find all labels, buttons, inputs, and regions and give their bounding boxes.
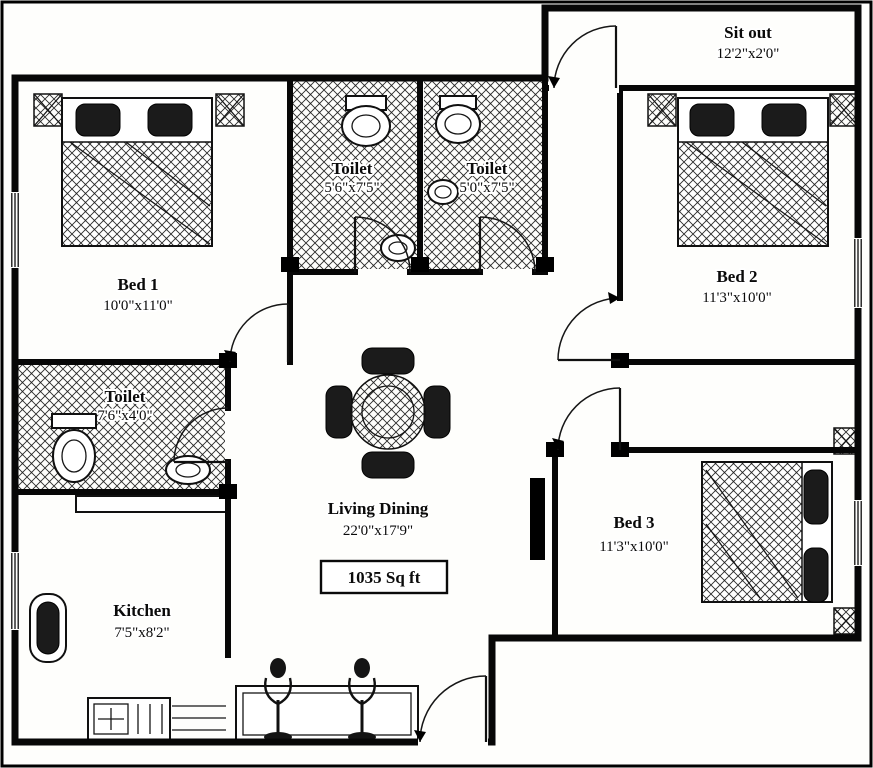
kitchen-counter (75, 495, 229, 513)
toilet3-dims: 7'6"x4'0" (97, 408, 152, 424)
toilet3-door (173, 407, 229, 464)
area-label: 1035 Sq ft (348, 568, 421, 587)
bed3-dims: 11'3"x10'0" (599, 539, 669, 555)
living-label: Living Dining (328, 499, 429, 518)
washbasin-icon (427, 179, 459, 205)
column (281, 257, 299, 272)
wall-stub (530, 478, 545, 560)
window-kitchen (10, 552, 20, 630)
room-labels: Sit out 12'2"x2'0" Bed 1 10'0"x11'0" Toi… (95, 21, 781, 643)
chair-icon (325, 385, 353, 439)
wc-icon (341, 105, 391, 147)
kitchen-label: Kitchen (113, 601, 171, 620)
bed1-label: Bed 1 (117, 275, 158, 294)
door-swing-arrow (548, 76, 560, 88)
pillow-icon (689, 103, 735, 137)
column (536, 257, 554, 272)
column (219, 484, 237, 499)
windows (10, 192, 863, 630)
bed1-door (224, 303, 290, 363)
bed3-furniture (701, 427, 859, 635)
kitchen-shelf-lines (172, 705, 226, 731)
toilet2-dims: 5'0"x7'5" (459, 180, 514, 196)
bed-blanket (677, 141, 829, 247)
pillow-icon (147, 103, 193, 137)
walls (11, 4, 862, 746)
wc-icon (52, 429, 96, 483)
door-swing-arrow (414, 730, 426, 742)
window-bed2 (853, 238, 863, 308)
toilet2-label: Toilet (467, 159, 508, 178)
bed3-door (552, 387, 622, 451)
sitout-dims: 12'2"x2'0" (717, 46, 780, 62)
door-swing-arrow (224, 350, 236, 362)
bed2-furniture (647, 93, 859, 247)
kitchen-fittings (29, 495, 229, 741)
chair-icon (361, 451, 415, 479)
pillow-icon (803, 469, 829, 525)
bed-blanket (61, 141, 213, 247)
kitchen-dims: 7'5"x8'2" (114, 625, 169, 641)
outer-wall (11, 4, 862, 746)
wc-tank (51, 413, 97, 429)
sitout-label: Sit out (724, 23, 772, 42)
chair-icon (423, 385, 451, 439)
toilet3-label: Toilet (105, 387, 146, 406)
entrance-door (548, 25, 619, 93)
window-bed3 (853, 500, 863, 566)
washbasin-icon (380, 234, 416, 262)
washbasin-icon (165, 455, 211, 485)
toilet1-dims: 5'6"x7'5" (324, 180, 379, 196)
toilet1-door (353, 216, 411, 273)
bed2-dims: 11'3"x10'0" (702, 290, 772, 306)
dining-set (325, 347, 451, 479)
area-badge: 1035 Sq ft (319, 559, 449, 595)
bed3-label: Bed 3 (613, 513, 654, 532)
doors (173, 25, 622, 747)
wash-counter-top (235, 685, 419, 743)
bed2-label: Bed 2 (716, 267, 757, 286)
back-door (414, 675, 488, 747)
bed1-dims: 10'0"x11'0" (103, 298, 173, 314)
column (411, 257, 429, 272)
wash-counter (235, 658, 419, 743)
pillow-icon (803, 547, 829, 603)
wc-icon (435, 104, 481, 144)
door-swing-arrow (552, 438, 564, 450)
toilet1-fixtures (341, 95, 416, 262)
door-swing-arrow (608, 292, 620, 304)
window-bed1 (10, 192, 20, 268)
bed1-furniture (33, 93, 245, 247)
toilet2-door (478, 216, 536, 273)
toilet1-label: Toilet (332, 159, 373, 178)
bed-blanket (701, 461, 803, 603)
living-dims: 22'0"x17'9" (343, 523, 413, 539)
toilet2-fixtures (427, 95, 481, 205)
pillow-icon (75, 103, 121, 137)
chair-icon (361, 347, 415, 375)
bed2-door (557, 292, 621, 362)
pillow-icon (761, 103, 807, 137)
